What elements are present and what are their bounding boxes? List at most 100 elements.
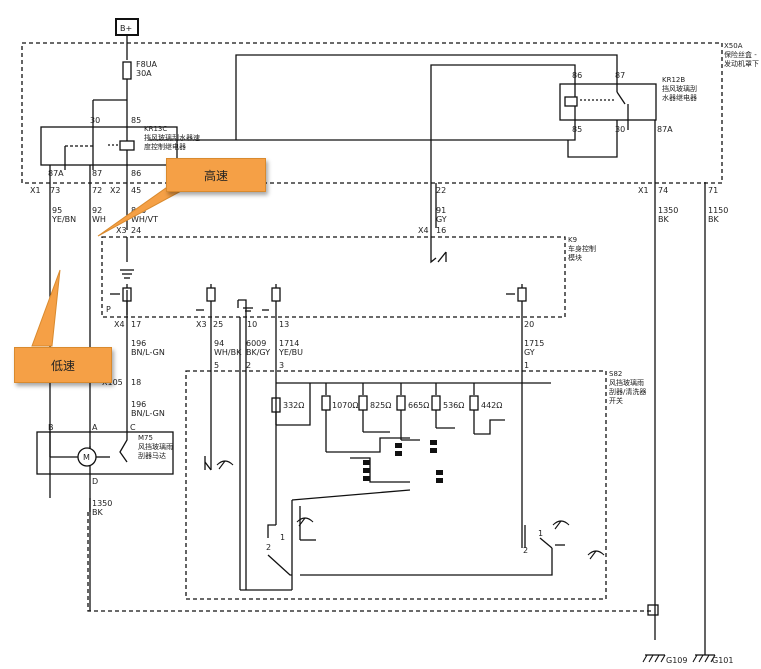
motor-pin-b: B <box>48 423 54 432</box>
conn-c74: 74 <box>658 186 668 195</box>
switch-sub-2a: 2 <box>266 543 271 552</box>
pin-r86: 86 <box>131 169 141 178</box>
zone-s82-desc2: 刮器/清洗器 <box>609 387 646 396</box>
conn-c71: 71 <box>708 186 718 195</box>
pin-r87: 87 <box>92 169 102 178</box>
conn-c17: 17 <box>131 320 141 329</box>
resistor-665: 665Ω <box>408 401 429 410</box>
pin-r85: 85 <box>131 116 141 125</box>
wire-95-color: YE/BN <box>51 215 76 224</box>
ground-node <box>647 604 659 616</box>
callout-low-speed: 低速 <box>14 347 112 383</box>
pin-k87: 87 <box>615 71 625 80</box>
wire-196b-color: BN/L-GN <box>131 409 165 418</box>
wire-1350a-color: BK <box>658 215 669 224</box>
pin-k30: 30 <box>615 125 625 134</box>
pin-r87a: 87A <box>48 169 64 178</box>
wire-6009-num: 6009 <box>246 339 266 348</box>
zone-x50a-desc1: 保险丝盒 - <box>724 50 757 59</box>
switch-sub-1a: 1 <box>280 533 285 542</box>
relay-kr13c <box>40 126 178 166</box>
wire-196a-color: BN/L-GN <box>131 348 165 357</box>
conn-x4-top: X4 <box>418 226 429 235</box>
conn-c45: 45 <box>131 186 141 195</box>
conn-x105: X105 <box>102 378 123 387</box>
conn-c13: 13 <box>279 320 289 329</box>
motor-desc1: 风挡玻璃雨 <box>138 442 173 451</box>
conn-x2: X2 <box>110 186 121 195</box>
wire-860-color: WH/VT <box>131 215 158 224</box>
relay-kr12b-coil <box>564 96 578 107</box>
relay-kr13c-coil <box>119 140 135 151</box>
power-label: B+ <box>120 24 132 33</box>
zone-k9-desc1: 车身控制 <box>568 244 596 253</box>
conn-c16: 16 <box>436 226 446 235</box>
wiper-icon-3 <box>552 520 570 530</box>
ground-g101: G101 <box>712 656 733 665</box>
wiper-icon-1 <box>216 460 234 470</box>
zone-x50a-name: X50A <box>724 42 743 50</box>
zone-k9-name: K9 <box>568 236 577 244</box>
zone-s82-desc1: 风挡玻璃雨 <box>609 378 644 387</box>
wire-1150-color: BK <box>708 215 719 224</box>
switch-s82-outline <box>185 370 607 600</box>
conn-x4-mid: X4 <box>114 320 125 329</box>
conn-c24: 24 <box>131 226 141 235</box>
wire-1350a-num: 1350 <box>658 206 678 215</box>
conn-x3-top: X3 <box>116 226 127 235</box>
wire-95-num: 95 <box>52 206 62 215</box>
relay-kr13c-desc2: 度控制继电器 <box>144 142 186 151</box>
bcm-fet-4 <box>517 287 527 302</box>
zone-s82-desc3: 开关 <box>609 396 623 405</box>
motor-symbol <box>77 447 97 467</box>
switch-sub-2b: 2 <box>523 546 528 555</box>
callout-low-pointer <box>31 269 61 347</box>
fuse-name: F8UA <box>136 60 158 69</box>
relay-kr13c-name: KR13C <box>144 125 167 133</box>
zone-k9-desc2: 模块 <box>568 253 582 262</box>
conn-c72: 72 <box>92 186 102 195</box>
relay-kr12b-desc2: 水器继电器 <box>662 93 697 102</box>
pin-k85: 85 <box>572 125 582 134</box>
wire-196b-num: 196 <box>131 400 146 409</box>
pin-k86: 86 <box>572 71 582 80</box>
conn-x3-mid: X3 <box>196 320 207 329</box>
wire-1714-num: 1714 <box>279 339 299 348</box>
fuse-box-x50a-outline <box>21 42 723 184</box>
fuse-f8ua <box>122 61 132 80</box>
switch-pin-1: 1 <box>524 361 529 370</box>
wire-6009-color: BK/GY <box>246 348 270 357</box>
wire-92-num: 92 <box>92 206 102 215</box>
resistor-1070: 1070Ω <box>332 401 358 410</box>
wire-1350b-num: 1350 <box>92 499 112 508</box>
wire-196a-num: 196 <box>131 339 146 348</box>
fuse-rating: 30A <box>136 69 152 78</box>
wire-1714-color: YE/BU <box>278 348 303 357</box>
conn-c20: 20 <box>524 320 534 329</box>
zone-x50a-desc2: 发动机罩下 <box>724 59 759 68</box>
zone-s82-name: S82 <box>609 370 622 378</box>
bcm-p-label: P <box>106 305 111 314</box>
conn-c18: 18 <box>131 378 141 387</box>
ground-bus-dashed <box>87 512 652 612</box>
wire-1715-num: 1715 <box>524 339 544 348</box>
ground-g109: G109 <box>666 656 687 665</box>
wire-1150-num: 1150 <box>708 206 728 215</box>
wire-91-color: GY <box>436 215 447 224</box>
bcm-fet-3 <box>271 287 281 302</box>
motor-desc2: 刮器马达 <box>138 451 166 460</box>
motor-pin-c: C <box>130 423 136 432</box>
pin-k87a: 87A <box>657 125 673 134</box>
resistor-536: 536Ω <box>443 401 464 410</box>
conn-c73: 73 <box>50 186 60 195</box>
wire-1350b-color: BK <box>92 508 103 517</box>
switch-pin-5: 5 <box>214 361 219 370</box>
wire-1715-color: GY <box>524 348 535 357</box>
conn-c10: 10 <box>247 320 257 329</box>
conn-c22: 22 <box>436 186 446 195</box>
bcm-fet-2 <box>206 287 216 302</box>
switch-sub-1b: 1 <box>538 529 543 538</box>
resistor-442: 442Ω <box>481 401 502 410</box>
